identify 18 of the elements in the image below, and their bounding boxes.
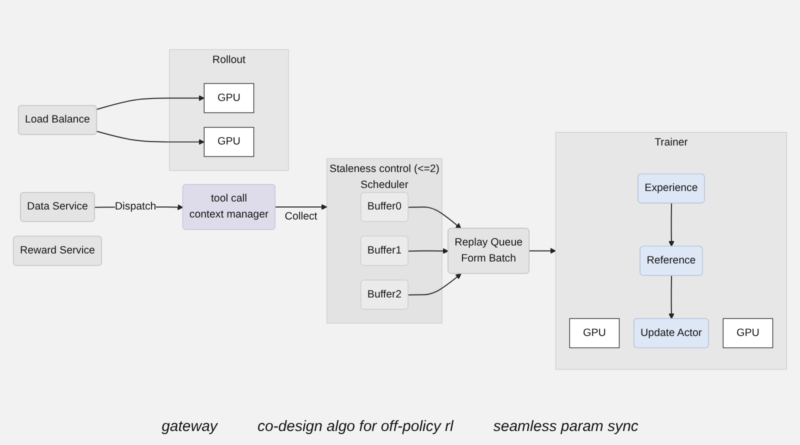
annotation-text: co-design algo for off-policy rl [257,418,454,434]
arrow [408,248,449,254]
node-box: GPU [569,318,620,348]
arrow [528,248,556,254]
annotation-text: seamless param sync [493,418,638,434]
arrow [408,273,462,296]
node-box: GPU [204,127,254,157]
arrow [96,95,204,110]
arrow [408,206,462,229]
edge-label: Dispatch [114,201,156,212]
arrow [274,204,328,210]
annotation-text: gateway [162,418,218,434]
arrow [96,130,204,145]
arrow [668,202,674,247]
arrow [668,275,674,320]
edge-label: Collect [284,210,318,222]
node-box: GPU [204,83,254,114]
node-box: GPU [722,318,774,348]
